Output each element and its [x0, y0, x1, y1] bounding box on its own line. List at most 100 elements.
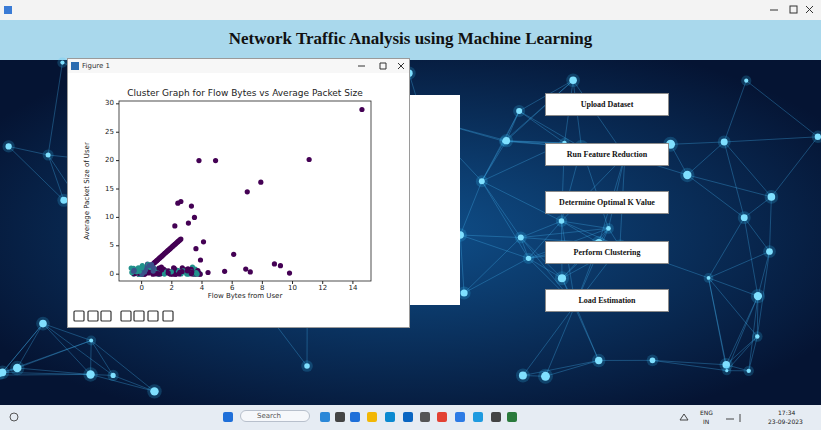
- network-dot: [518, 235, 524, 241]
- tick-label: 25: [105, 128, 114, 136]
- network-link: [43, 324, 91, 375]
- data-point: [272, 261, 277, 266]
- tick-label: 5: [110, 241, 114, 249]
- network-link: [460, 235, 528, 258]
- taskbar-icon: [491, 412, 501, 422]
- data-point: [178, 199, 183, 204]
- figure-titlebar: [68, 59, 409, 73]
- minimize-icon: [770, 10, 778, 11]
- network-dot: [744, 79, 748, 83]
- action-button: Upload Dataset: [545, 93, 669, 116]
- scatter-plot: [68, 59, 409, 327]
- tick-mark: [116, 245, 119, 246]
- network-link: [709, 278, 758, 337]
- taskbar-icon: [473, 412, 483, 422]
- button-label: Perform Clustering: [574, 248, 641, 257]
- white-panel: [410, 95, 460, 305]
- network-dot: [0, 369, 6, 377]
- taskbar-icon: [367, 412, 377, 422]
- tick-mark: [322, 281, 323, 284]
- node-glow: [83, 367, 97, 381]
- tick-mark: [352, 281, 353, 284]
- taskbar-icon: [420, 412, 430, 422]
- toolbar-icon: [134, 311, 144, 321]
- close-icon: [806, 6, 813, 13]
- network-link: [726, 296, 758, 365]
- tick-mark: [171, 281, 172, 284]
- network-dot: [39, 320, 47, 328]
- taskbar-icon: [455, 412, 465, 422]
- node-glow: [680, 168, 694, 182]
- tick-label: 4: [200, 284, 204, 292]
- network-link: [17, 324, 43, 368]
- tick-label: 10: [105, 213, 114, 221]
- node-glow: [43, 149, 54, 160]
- button-label: Upload Dataset: [581, 100, 634, 109]
- toolbar-icon: [148, 311, 158, 321]
- network-dot: [650, 358, 656, 364]
- network-dot: [707, 276, 711, 280]
- network-link: [687, 175, 771, 197]
- network-link: [17, 368, 90, 374]
- network-dot: [5, 143, 11, 149]
- network-dot: [86, 370, 94, 378]
- network-link: [652, 360, 726, 364]
- network-dot: [569, 77, 577, 85]
- network-dot: [89, 339, 93, 343]
- network-link: [575, 305, 598, 361]
- network-link: [652, 360, 726, 370]
- network-link: [460, 235, 464, 293]
- network-link: [9, 146, 64, 200]
- node-glow: [765, 190, 779, 204]
- network-link: [709, 252, 770, 278]
- taskbar-icon: [403, 412, 413, 422]
- data-point: [132, 268, 137, 273]
- node-glow: [738, 211, 751, 224]
- toolbar-icon: [121, 311, 131, 321]
- network-link: [460, 235, 521, 238]
- data-point: [189, 203, 194, 208]
- node-glow: [476, 175, 488, 187]
- network-dot: [46, 152, 51, 157]
- network-link: [687, 142, 724, 175]
- node-glow: [301, 360, 313, 372]
- network-link: [91, 374, 155, 391]
- network-link: [48, 63, 62, 155]
- search-box: Search: [240, 410, 310, 422]
- data-point: [194, 272, 199, 277]
- tick-mark: [116, 189, 119, 190]
- node-glow: [2, 140, 14, 152]
- taskbar: [0, 405, 821, 430]
- tick-label: 15: [105, 185, 114, 193]
- data-point: [193, 246, 198, 251]
- network-link: [17, 341, 91, 368]
- button-label: Load Estimation: [578, 296, 635, 305]
- network-dot: [755, 334, 759, 338]
- app-icon: [4, 6, 12, 14]
- network-link: [523, 360, 599, 375]
- node-glow: [0, 366, 9, 380]
- toolbar-icon: [163, 311, 173, 321]
- data-point: [156, 265, 161, 270]
- tick-label: 12: [318, 284, 327, 292]
- network-dot: [683, 171, 691, 179]
- app-title: Network Traffic Analysis using Machine L…: [0, 29, 821, 49]
- node-glow: [515, 232, 527, 244]
- plot-toolbar: [74, 311, 173, 321]
- tick-label: 0: [139, 284, 143, 292]
- window-controls: [358, 63, 404, 69]
- node-glow: [763, 245, 776, 258]
- tick-mark: [232, 281, 233, 284]
- axis-label: Average Packet Size of User: [83, 142, 91, 240]
- data-point: [156, 271, 161, 276]
- tick-label: 30: [105, 99, 114, 107]
- node-glow: [538, 369, 553, 384]
- maximize-icon: [790, 6, 797, 13]
- network-dot: [304, 363, 310, 369]
- action-button: Load Estimation: [545, 289, 669, 312]
- node-glow: [741, 76, 751, 86]
- taskbar-icon: [335, 412, 345, 422]
- chart-title: Cluster Graph for Flow Bytes vs Average …: [127, 88, 363, 98]
- tick-mark: [292, 281, 293, 284]
- network-dot: [479, 178, 485, 184]
